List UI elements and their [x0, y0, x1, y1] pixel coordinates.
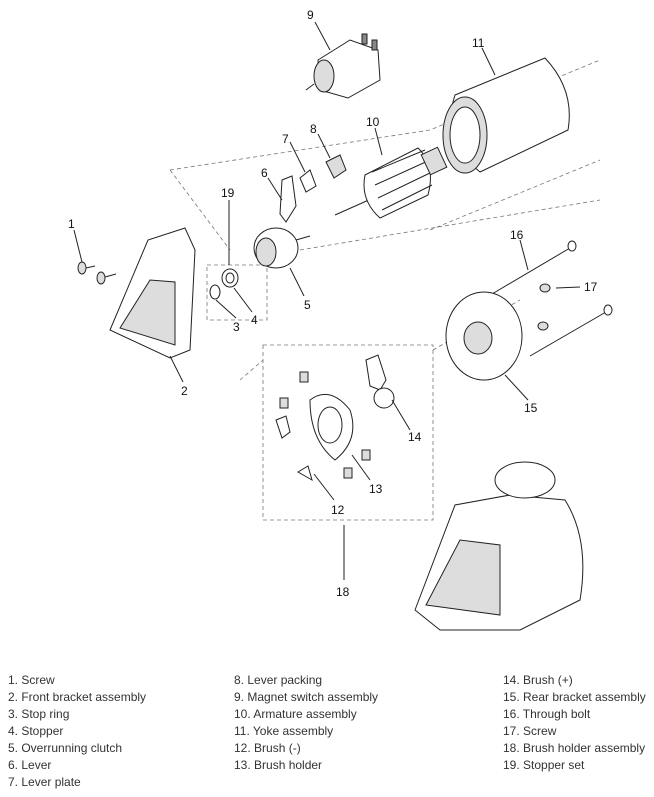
- legend-column-1: 1. Screw 2. Front bracket assembly 3. St…: [8, 672, 146, 791]
- legend-item: 1. Screw: [8, 673, 55, 687]
- legend-item: 17. Screw: [503, 724, 557, 738]
- legend-item: 2. Front bracket assembly: [8, 690, 147, 704]
- legend-column-3: 14. Brush (+) 15. Rear bracket assembly …: [503, 672, 646, 774]
- legend-item: 16. Through bolt: [503, 707, 591, 721]
- callout-7: 7: [282, 132, 289, 146]
- parts-legend: 1. Screw 2. Front bracket assembly 3. St…: [0, 672, 654, 792]
- callout-3: 3: [233, 320, 240, 334]
- exploded-diagram: 9 11 7 8 10 19 6 1 5 3 4 2 16 17 15 14 1…: [68, 8, 613, 631]
- callout-10: 10: [366, 115, 380, 129]
- through-bolt: [491, 240, 613, 357]
- legend-item: 19. Stopper set: [503, 758, 585, 772]
- legend-item: 8. Lever packing: [234, 673, 323, 687]
- callout-4: 4: [251, 313, 258, 327]
- rear-screw: [537, 283, 551, 331]
- callout-2: 2: [181, 384, 188, 398]
- legend-item: 4. Stopper: [8, 724, 64, 738]
- callout-6: 6: [261, 166, 268, 180]
- brush-holder-assembly-box: [262, 344, 434, 521]
- callout-19: 19: [221, 186, 235, 200]
- lever: [279, 175, 297, 223]
- leader-lines: [73, 21, 581, 580]
- magnet-switch-assembly: [305, 33, 381, 99]
- brush-holder: [309, 393, 354, 461]
- legend-column-2: 8. Lever packing 9. Magnet switch assemb…: [234, 672, 378, 774]
- legend-item: 6. Lever: [8, 758, 52, 772]
- yoke-assembly: [442, 57, 570, 174]
- legend-item: 14. Brush (+): [503, 673, 573, 687]
- callout-14: 14: [408, 430, 422, 444]
- brush-minus: [275, 415, 313, 482]
- front-bracket-assembly: [109, 227, 196, 359]
- callout-12: 12: [331, 503, 345, 517]
- armature-assembly: [334, 146, 448, 219]
- callout-9: 9: [307, 8, 314, 22]
- legend-item: 13. Brush holder: [234, 758, 323, 772]
- stopper: [221, 268, 239, 288]
- legend-item: 7. Lever plate: [8, 775, 81, 789]
- legend-item: 18. Brush holder assembly: [503, 741, 646, 755]
- stopper-set-box: [206, 264, 268, 321]
- callout-17: 17: [584, 280, 598, 294]
- lever-packing: [325, 154, 347, 179]
- rear-bracket-assembly: [445, 291, 523, 381]
- brush-plus: [365, 354, 395, 409]
- screw: [77, 261, 117, 285]
- callout-5: 5: [304, 298, 311, 312]
- callout-numbers: 9 11 7 8 10 19 6 1 5 3 4 2 16 17 15 14 1…: [68, 8, 598, 599]
- legend-item: 10. Armature assembly: [234, 707, 357, 721]
- legend-item: 9. Magnet switch assembly: [234, 690, 379, 704]
- legend-item: 5. Overrunning clutch: [8, 741, 123, 755]
- legend-item: 12. Brush (-): [234, 741, 301, 755]
- assembly-guide-upper: [169, 59, 601, 251]
- callout-11: 11: [472, 36, 485, 50]
- legend-item: 15. Rear bracket assembly: [503, 690, 646, 704]
- stop-ring: [209, 284, 221, 300]
- lever-plate: [299, 169, 317, 193]
- assembled-starter: [414, 461, 584, 631]
- callout-8: 8: [310, 122, 317, 136]
- overrunning-clutch: [253, 227, 311, 269]
- brush-springs: [279, 371, 371, 479]
- callout-1: 1: [68, 217, 75, 231]
- callout-15: 15: [524, 401, 538, 415]
- callout-18: 18: [336, 585, 350, 599]
- legend-item: 3. Stop ring: [8, 707, 70, 721]
- legend-item: 11. Yoke assembly: [234, 724, 334, 738]
- callout-13: 13: [369, 482, 383, 496]
- callout-16: 16: [510, 228, 524, 242]
